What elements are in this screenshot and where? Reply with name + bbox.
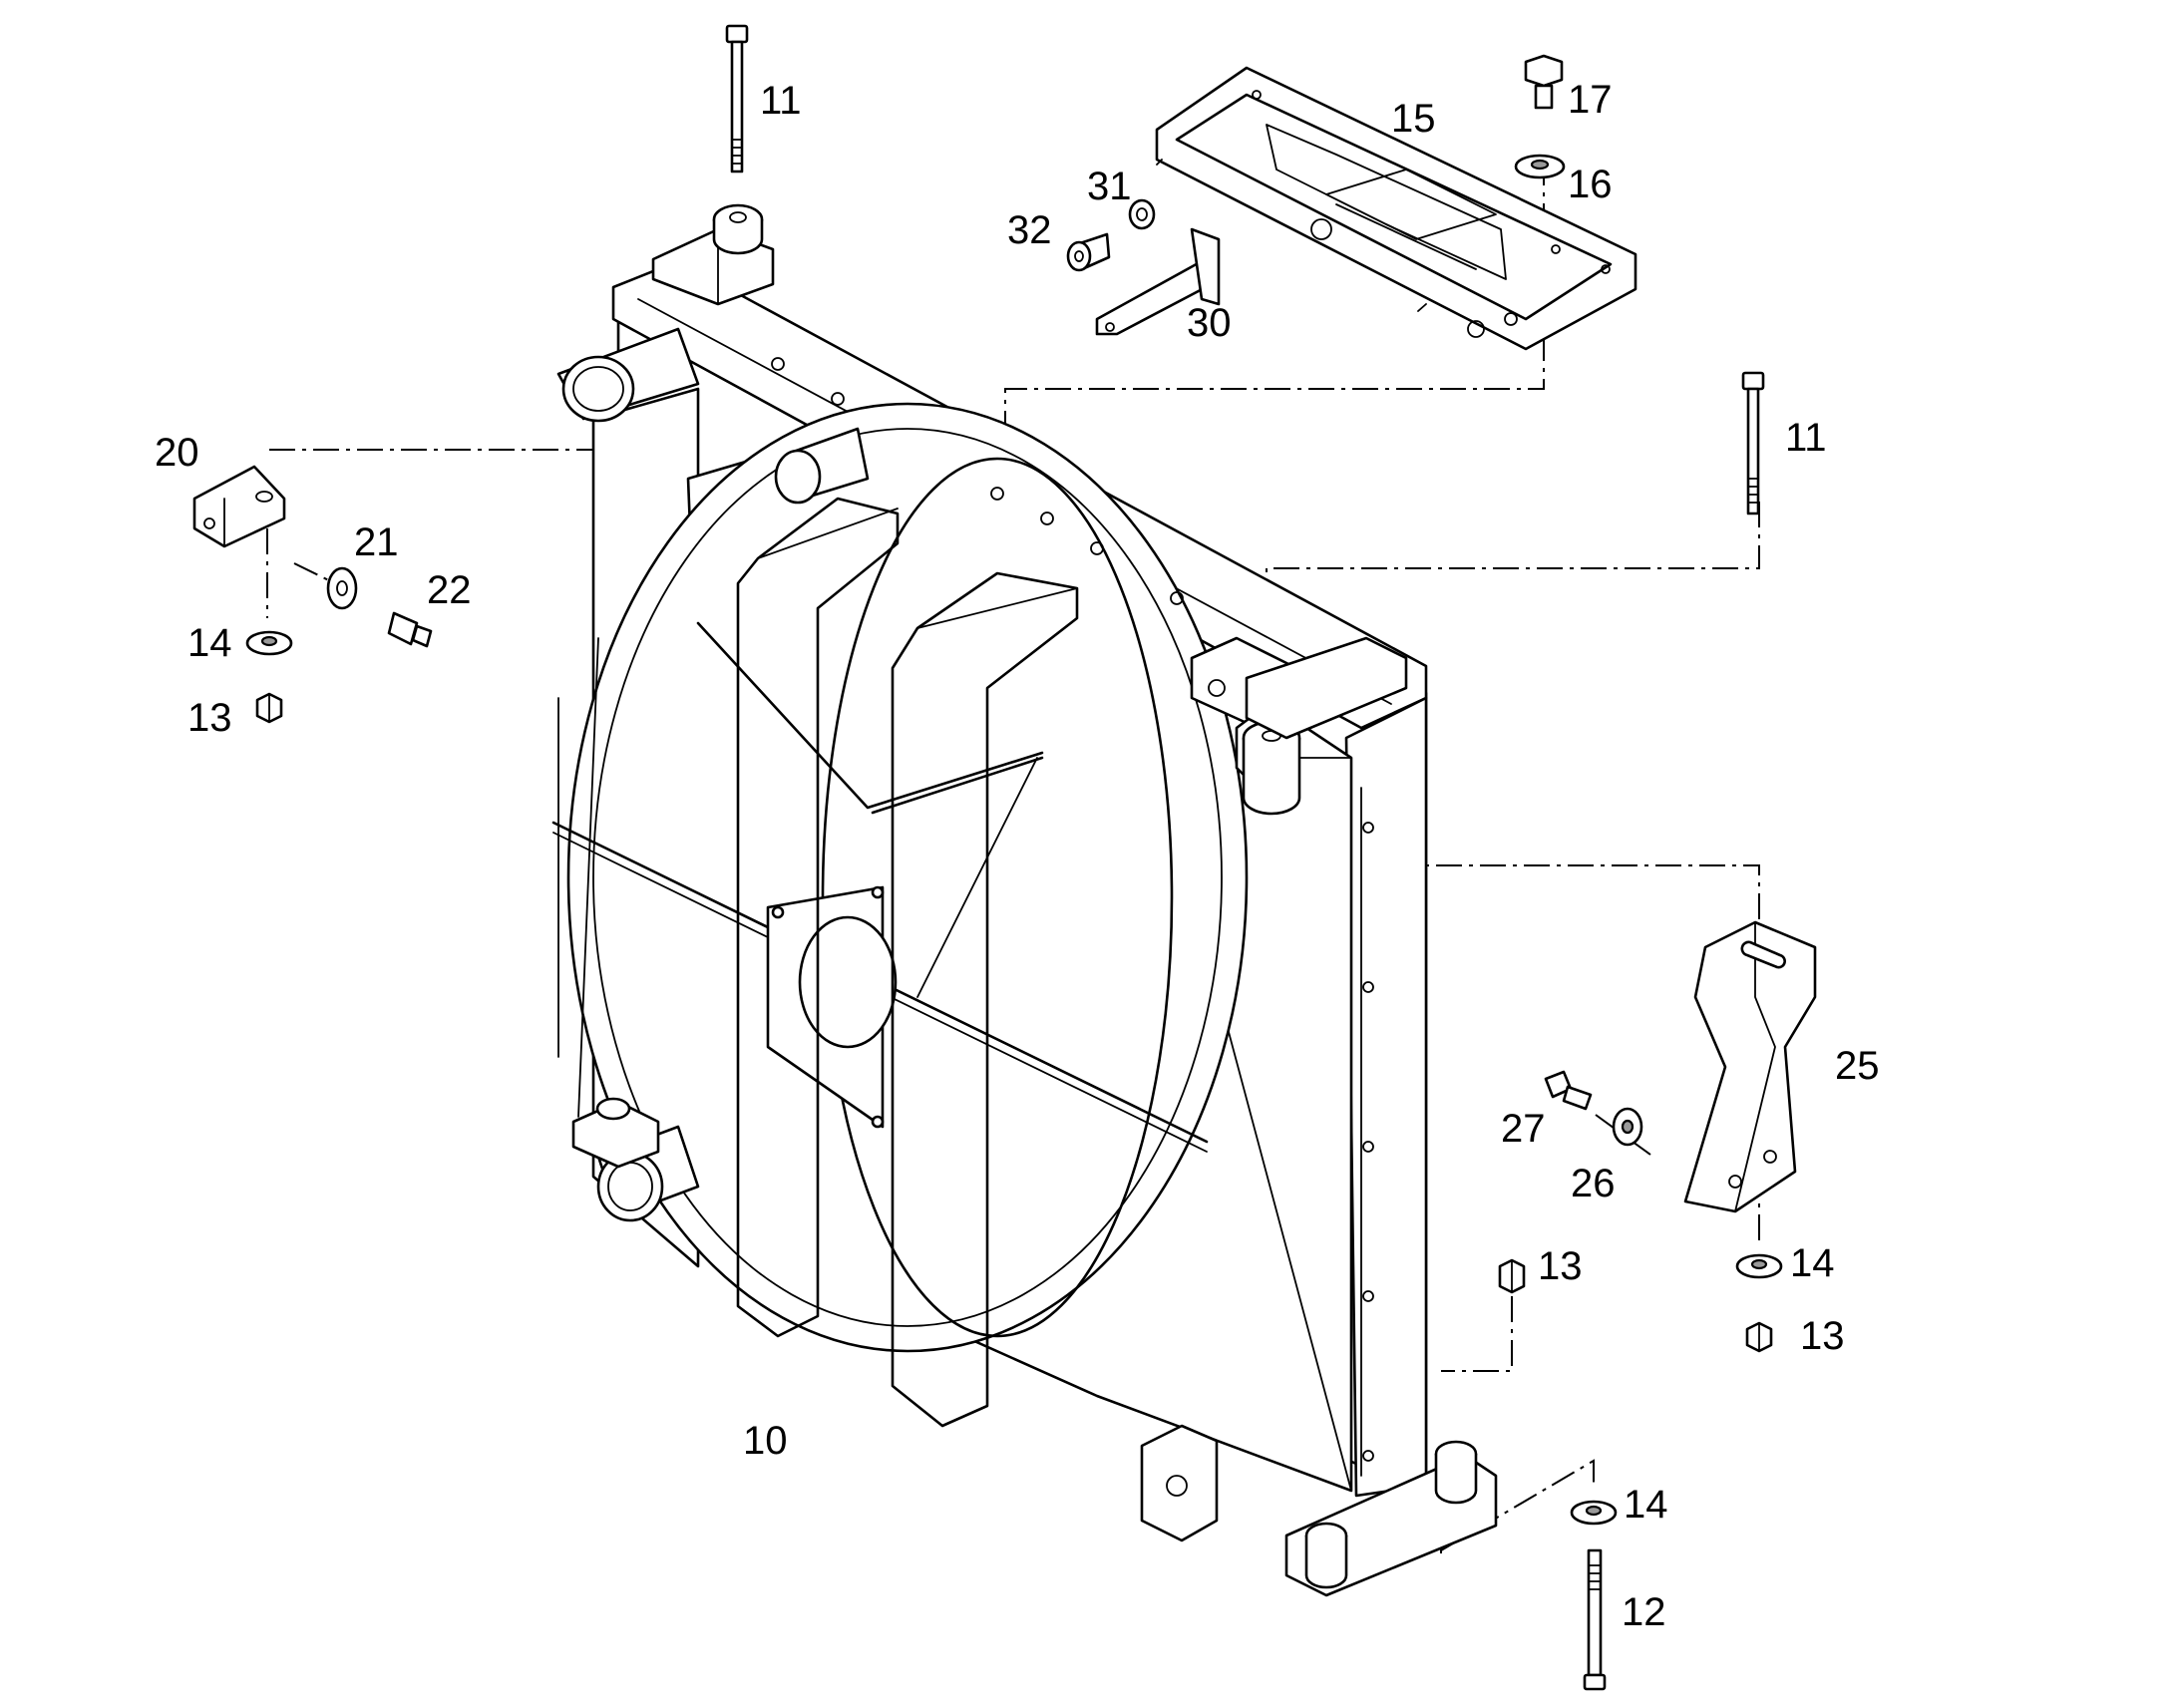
callout-13-middle: 13 xyxy=(1538,1244,1583,1288)
callout-30: 30 xyxy=(1187,301,1232,345)
part-15-mounting-plate xyxy=(1155,66,1637,351)
callout-15: 15 xyxy=(1391,97,1436,141)
callout-12: 12 xyxy=(1622,1590,1666,1634)
callout-10: 10 xyxy=(743,1419,788,1463)
callout-22: 22 xyxy=(427,568,472,612)
part-13-nut-middle xyxy=(1498,1258,1526,1294)
part-16-washer xyxy=(1514,154,1566,179)
callout-13-left: 13 xyxy=(187,696,232,740)
callout-11-top: 11 xyxy=(760,79,802,123)
part-14-washer-bottom xyxy=(1570,1500,1618,1526)
callout-26: 26 xyxy=(1571,1162,1616,1205)
part-32-screw xyxy=(1066,232,1111,272)
part-21-washer xyxy=(326,566,358,610)
radiator-assembly xyxy=(551,203,1498,1597)
callout-32: 32 xyxy=(1007,208,1052,252)
part-11-bolt-right xyxy=(1741,371,1765,515)
side-rivets xyxy=(1362,822,1374,1462)
callout-21: 21 xyxy=(354,520,399,564)
part-25-support-bracket xyxy=(1683,920,1817,1213)
callout-11-right: 11 xyxy=(1785,416,1827,460)
part-17-bolt xyxy=(1524,54,1564,110)
callout-14-right: 14 xyxy=(1790,1241,1835,1285)
part-12-bolt xyxy=(1583,1548,1607,1691)
callout-14-bottom: 14 xyxy=(1624,1483,1668,1527)
rail-rivets xyxy=(771,357,1184,605)
part-31-washer xyxy=(1128,198,1156,230)
callout-27: 27 xyxy=(1501,1107,1546,1151)
callout-14-left: 14 xyxy=(187,621,232,665)
part-30-strap xyxy=(1095,227,1221,336)
part-11-bolt-left xyxy=(725,24,749,173)
part-26-washer xyxy=(1612,1107,1643,1147)
part-27-screw xyxy=(1544,1070,1593,1111)
part-14-washer-right xyxy=(1735,1253,1783,1279)
part-20-bracket xyxy=(192,465,286,548)
callout-17: 17 xyxy=(1568,78,1613,122)
part-14-washer-left xyxy=(245,630,293,656)
part-13-nut-right xyxy=(1745,1321,1773,1353)
callout-labels: 11 15 17 16 31 32 30 11 20 21 22 14 13 2… xyxy=(155,78,1880,1634)
part-22-screw xyxy=(387,611,433,648)
callout-20: 20 xyxy=(155,431,199,475)
callout-31: 31 xyxy=(1087,165,1132,208)
callout-25: 25 xyxy=(1835,1044,1880,1088)
callout-13-right: 13 xyxy=(1800,1314,1845,1358)
callout-16: 16 xyxy=(1568,163,1613,206)
part-13-nut-left xyxy=(255,692,283,724)
